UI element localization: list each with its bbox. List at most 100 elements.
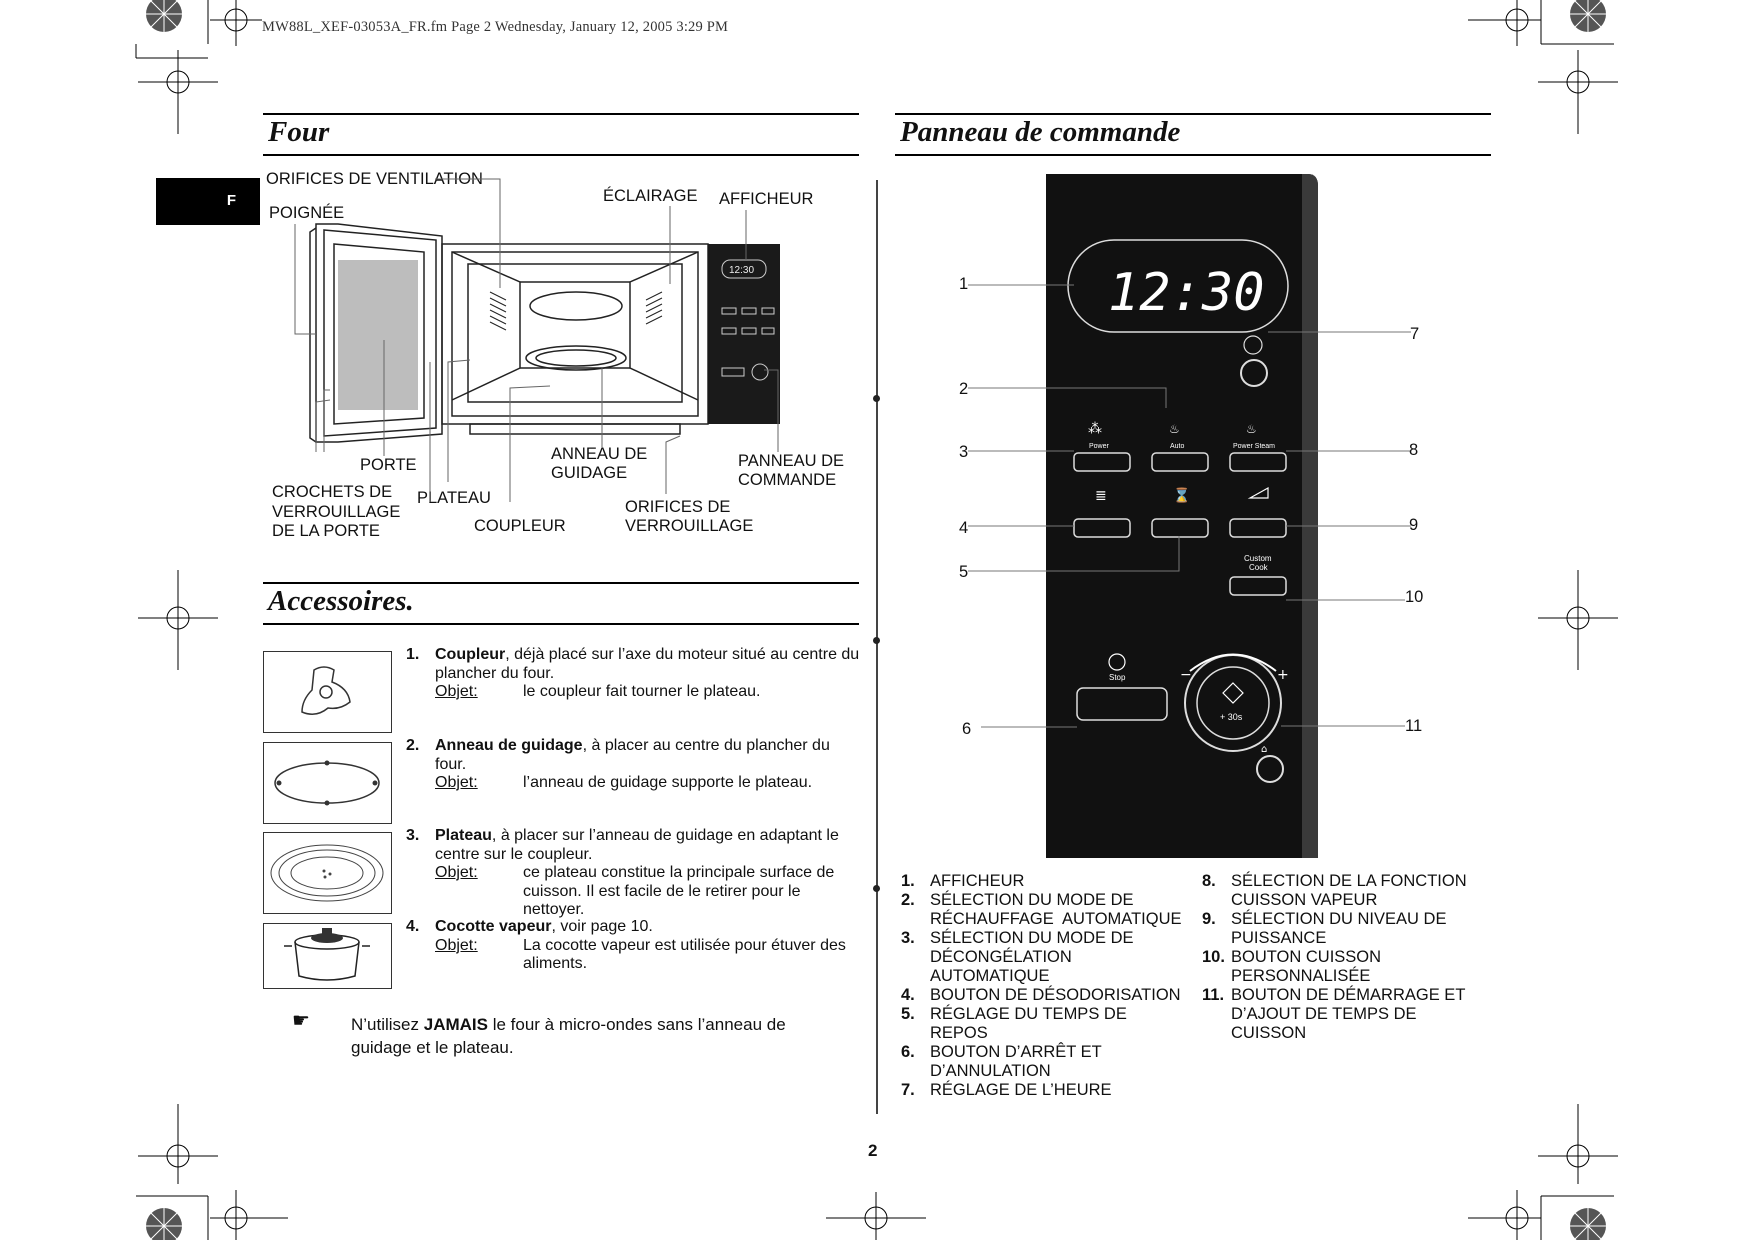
note-text-bold: JAMAIS bbox=[423, 1015, 488, 1034]
legend-num: 6. bbox=[901, 1043, 915, 1061]
legend-text: RÉGLAGE DE L’HEURE bbox=[930, 1081, 1112, 1099]
standing-time-button[interactable] bbox=[1151, 518, 1209, 538]
legend-num: 4. bbox=[901, 986, 915, 1004]
turntable-icon bbox=[270, 844, 384, 902]
objet-label: Objet: bbox=[435, 683, 478, 700]
note-text-post: le four à micro-ondes sans l’anneau de g… bbox=[351, 1015, 786, 1057]
label-door: PORTE bbox=[360, 456, 417, 474]
accessory-desc: , voir page 10. bbox=[551, 918, 653, 935]
callout-5: 5 bbox=[959, 563, 969, 581]
legend-text: AUTOMATIQUE bbox=[930, 967, 1050, 985]
legend-text: SÉLECTION DU MODE DE bbox=[930, 891, 1134, 909]
legend-text: D’ANNULATION bbox=[930, 1062, 1051, 1080]
dial-plus-icon: + bbox=[1277, 667, 1289, 683]
column-divider bbox=[876, 180, 878, 1114]
callout-8: 8 bbox=[1409, 441, 1419, 459]
accessory-num: 4. bbox=[406, 918, 420, 935]
language-tab-label: F bbox=[226, 192, 236, 209]
stop-icon bbox=[1108, 653, 1126, 671]
label-vents: ORIFICES DE VENTILATION bbox=[266, 170, 483, 188]
power-level-icon bbox=[1247, 486, 1269, 499]
deodorize-button[interactable] bbox=[1073, 518, 1131, 538]
custom-cook-button[interactable] bbox=[1229, 576, 1287, 596]
accessories-section-title: Accessoires. bbox=[268, 585, 414, 617]
roller-ring-icon bbox=[274, 760, 380, 806]
oven-illustration: 12:30 bbox=[294, 178, 780, 502]
section-rule bbox=[263, 113, 859, 115]
objet-label: Objet: bbox=[435, 774, 478, 791]
clock-button[interactable] bbox=[1240, 359, 1268, 387]
callout-3: 3 bbox=[959, 443, 969, 461]
punch-dot bbox=[873, 637, 880, 644]
section-rule bbox=[895, 113, 1491, 115]
legend-text: SÉLECTION DE LA FONCTION bbox=[1231, 872, 1467, 890]
oven-display-time: 12:30 bbox=[729, 265, 754, 276]
label-safety-holes-1: ORIFICES DE bbox=[625, 498, 731, 516]
legend-item: 7. RÉGLAGE DE L’HEURE bbox=[901, 1081, 1201, 1100]
auto-button[interactable] bbox=[1151, 452, 1209, 472]
objet-text: l’anneau de guidage supporte le plateau. bbox=[523, 774, 813, 791]
plus30-label: + 30s bbox=[1220, 712, 1243, 722]
callout-4: 4 bbox=[959, 519, 969, 537]
deodorize-icon: ≣ bbox=[1095, 488, 1107, 504]
legend-num: 8. bbox=[1202, 872, 1216, 890]
accessory-num: 3. bbox=[406, 827, 420, 844]
small-round-button[interactable] bbox=[1256, 755, 1284, 783]
legend-num: 7. bbox=[901, 1081, 915, 1099]
steam-cooker-icon bbox=[284, 928, 370, 981]
stop-label: Stop bbox=[1109, 673, 1126, 682]
stop-button[interactable] bbox=[1076, 687, 1168, 721]
power-steam-label: Power Steam bbox=[1233, 443, 1275, 450]
objet-text: La cocotte vapeur est utilisée pour étuv… bbox=[523, 936, 846, 973]
coupler-icon bbox=[301, 666, 351, 715]
oven-section-title: Four bbox=[268, 116, 330, 148]
steamer-thumbnail bbox=[263, 923, 392, 989]
legend-text: CUISSON bbox=[1231, 1024, 1307, 1042]
legend-text: PERSONNALISÉE bbox=[1231, 967, 1371, 985]
power-steam-button[interactable] bbox=[1229, 452, 1287, 472]
callout-2: 2 bbox=[959, 380, 969, 398]
legend-text: PUISSANCE bbox=[1231, 929, 1327, 947]
legend-text: RÉGLAGE DU TEMPS DE bbox=[930, 1005, 1127, 1023]
section-rule bbox=[263, 623, 859, 625]
label-coupler: COUPLEUR bbox=[474, 517, 566, 535]
accessory-num: 1. bbox=[406, 646, 420, 663]
power-level-button[interactable] bbox=[1229, 518, 1287, 538]
accessory-name: Cocotte vapeur bbox=[435, 918, 552, 935]
warning-note: N’utilisez JAMAIS le four à micro-ondes … bbox=[351, 1013, 831, 1059]
auto-label: Auto bbox=[1170, 443, 1185, 450]
note-text-pre: N’utilisez bbox=[351, 1015, 424, 1034]
language-tab: F bbox=[156, 178, 260, 225]
label-light: ÉCLAIRAGE bbox=[603, 187, 698, 205]
section-rule bbox=[263, 582, 859, 584]
punch-dot bbox=[873, 885, 880, 892]
legend-num: 5. bbox=[901, 1005, 915, 1023]
legend-num: 3. bbox=[901, 929, 915, 947]
legend-num: 1. bbox=[901, 872, 915, 890]
accessory-desc: , déjà placé sur l’axe du moteur situé a… bbox=[435, 646, 860, 682]
hourglass-icon: ⌛ bbox=[1173, 487, 1190, 504]
accessory-name: Plateau bbox=[435, 827, 492, 844]
label-control-panel-2: COMMANDE bbox=[738, 471, 837, 489]
legend-item: 4.BOUTON DE DÉSODORISATION bbox=[901, 986, 1201, 1005]
legend-item: 1. AFFICHEUR bbox=[901, 872, 1201, 891]
legend-text: SÉLECTION DU NIVEAU DE bbox=[1231, 910, 1447, 928]
section-rule bbox=[263, 154, 859, 156]
legend-text: RÉCHAUFFAGE AUTOMATIQUE bbox=[930, 910, 1182, 928]
custom-label: Custom bbox=[1244, 554, 1272, 563]
accessory-num: 2. bbox=[406, 737, 420, 754]
label-turntable: PLATEAU bbox=[417, 489, 491, 507]
power-button[interactable] bbox=[1073, 452, 1131, 472]
accessory-desc: , à placer au centre du plancher du four… bbox=[435, 737, 830, 773]
legend-text: AFFICHEUR bbox=[930, 872, 1025, 890]
control-panel-diagram: 12:30 ⁂ Power ♨ Auto ♨ Power Steam ≣ ⌛ C… bbox=[968, 174, 1411, 858]
label-roller-ring-2: GUIDAGE bbox=[551, 464, 628, 482]
